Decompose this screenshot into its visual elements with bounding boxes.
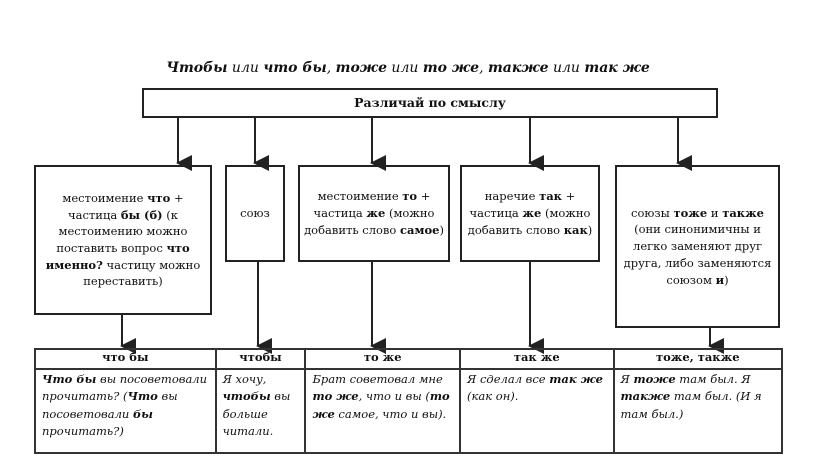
column-header: что бы: [34, 348, 217, 370]
bold-text: также: [487, 60, 549, 76]
text-run: (можно добавить слово: [467, 206, 591, 237]
bold-text: Что: [127, 389, 158, 404]
text-run: Я хочу,: [222, 372, 267, 386]
text-run: наречие: [484, 189, 540, 204]
bold-text: тоже: [335, 60, 387, 76]
text: Я хочу, чтобы вы больше читали.: [223, 372, 291, 438]
text-run: прочитать?): [42, 423, 124, 438]
text-run: или: [548, 60, 585, 76]
text: Чтобы или что бы, тоже или то же, также …: [166, 60, 650, 76]
text-run: (как он).: [467, 389, 519, 404]
bold-text: то: [402, 189, 418, 204]
bold-text: как: [563, 222, 588, 237]
text-run: там был. Я: [675, 372, 751, 386]
column-header: чтобы: [214, 348, 307, 370]
text-run: ,: [326, 60, 336, 76]
text-run: самое, что и вы).: [334, 406, 447, 421]
header-box: Различай по смыслу: [142, 88, 718, 118]
example-cell: Я тоже там был. Я также там был. (И я та…: [612, 368, 784, 454]
column-header: тоже, также: [612, 348, 784, 370]
text-run: местоимение: [62, 190, 148, 205]
box-to-zhe: местоимение то + частица же (можно добав…: [298, 165, 450, 262]
text-run: союз: [240, 206, 270, 221]
text: местоимение то + частица же (можно добав…: [303, 188, 445, 238]
bold-text: Чтобы: [166, 60, 228, 76]
text: местоимение что + частица бы (б) (к мест…: [39, 190, 207, 290]
text-run: вы посоветовали прочитать? (: [42, 372, 208, 404]
bold-text: то же: [422, 60, 480, 76]
text-run: ): [587, 222, 593, 237]
bold-text: так: [539, 189, 562, 204]
box-chto-by: местоимение что + частица бы (б) (к мест…: [34, 165, 212, 315]
diagram-title: Чтобы или что бы, тоже или то же, также …: [0, 60, 816, 76]
text-run: Я сделал все: [467, 372, 550, 386]
bold-text: Что бы: [42, 372, 97, 386]
box-tozhe-takzhe: союзы тоже и также (они синонимичны и ле…: [615, 165, 780, 328]
bold-text: то же: [312, 389, 450, 421]
bold-text: чтобы: [222, 389, 271, 404]
text: союзы тоже и также (они синонимичны и ле…: [620, 205, 775, 288]
text: Что бы вы посоветовали прочитать? (Что в…: [42, 372, 207, 438]
text-run: частицу можно переставить): [83, 257, 201, 289]
table-header-row: что бы чтобы то же так же тоже, также: [34, 348, 784, 370]
bold-text: самое: [400, 222, 440, 237]
bold-text: то же: [312, 389, 359, 404]
text-run: вы больше читали.: [222, 389, 291, 438]
text-run: (можно добавить слово: [304, 206, 435, 237]
bold-text: и: [715, 272, 725, 287]
bold-text: же: [522, 206, 542, 221]
example-cell: Брат советовал мне то же, что и вы (то ж…: [304, 368, 462, 454]
bold-text: также: [722, 205, 764, 220]
table-row: Что бы вы посоветовали прочитать? (Что в…: [34, 368, 784, 454]
bold-text: тоже: [633, 372, 676, 386]
text-run: или: [386, 60, 423, 76]
column-header: то же: [304, 348, 462, 370]
bold-text: бы: [132, 406, 153, 421]
text-run: , что и вы (: [358, 389, 430, 404]
text: наречие так + частица же (можно добавить…: [465, 188, 595, 238]
column-header: так же: [459, 348, 615, 370]
example-cell: Что бы вы посоветовали прочитать? (Что в…: [34, 368, 217, 454]
text-run: ,: [479, 60, 488, 76]
bold-text: так же: [549, 372, 604, 386]
text: Я сделал все так же (как он).: [467, 372, 603, 403]
example-cell: Я хочу, чтобы вы больше читали.: [214, 368, 307, 454]
bold-text: что бы: [263, 60, 327, 76]
text: союз: [240, 205, 270, 222]
text-run: + частица: [313, 189, 431, 221]
text-run: ): [439, 222, 444, 237]
bold-text: бы (б): [120, 207, 163, 222]
bold-text: также: [620, 389, 671, 404]
text: Я тоже там был. Я также там был. (И я та…: [621, 372, 762, 421]
text-run: (к местоимению можно поставить вопрос: [56, 207, 188, 255]
text-run: ): [724, 272, 729, 287]
text-run: или: [227, 60, 264, 76]
text-run: + частица: [68, 190, 184, 222]
text-run: и: [707, 205, 723, 220]
bold-text: тоже: [673, 205, 708, 220]
text-run: Я: [620, 372, 634, 386]
box-chtoby: союз: [225, 165, 285, 262]
text-run: Брат советовал мне: [312, 372, 443, 386]
text-run: вы посоветовали: [42, 389, 178, 421]
text-run: местоимение: [317, 189, 403, 204]
bold-text: что именно?: [45, 241, 190, 272]
example-cell: Я сделал все так же (как он).: [459, 368, 615, 454]
bold-text: же: [366, 206, 386, 221]
bold-text: так же: [584, 60, 650, 76]
text-run: + частица: [469, 189, 576, 221]
box-tak-zhe: наречие так + частица же (можно добавить…: [460, 165, 600, 262]
bold-text: что: [147, 190, 171, 205]
text: Брат советовал мне то же, что и вы (то ж…: [312, 372, 449, 421]
examples-table: что бы чтобы то же так же тоже, также Чт…: [34, 348, 784, 454]
text-run: там был. (И я там был.): [620, 389, 762, 421]
text-run: союзы: [631, 205, 674, 220]
text-run: (они синонимичны и легко заменяют друг д…: [623, 222, 772, 287]
